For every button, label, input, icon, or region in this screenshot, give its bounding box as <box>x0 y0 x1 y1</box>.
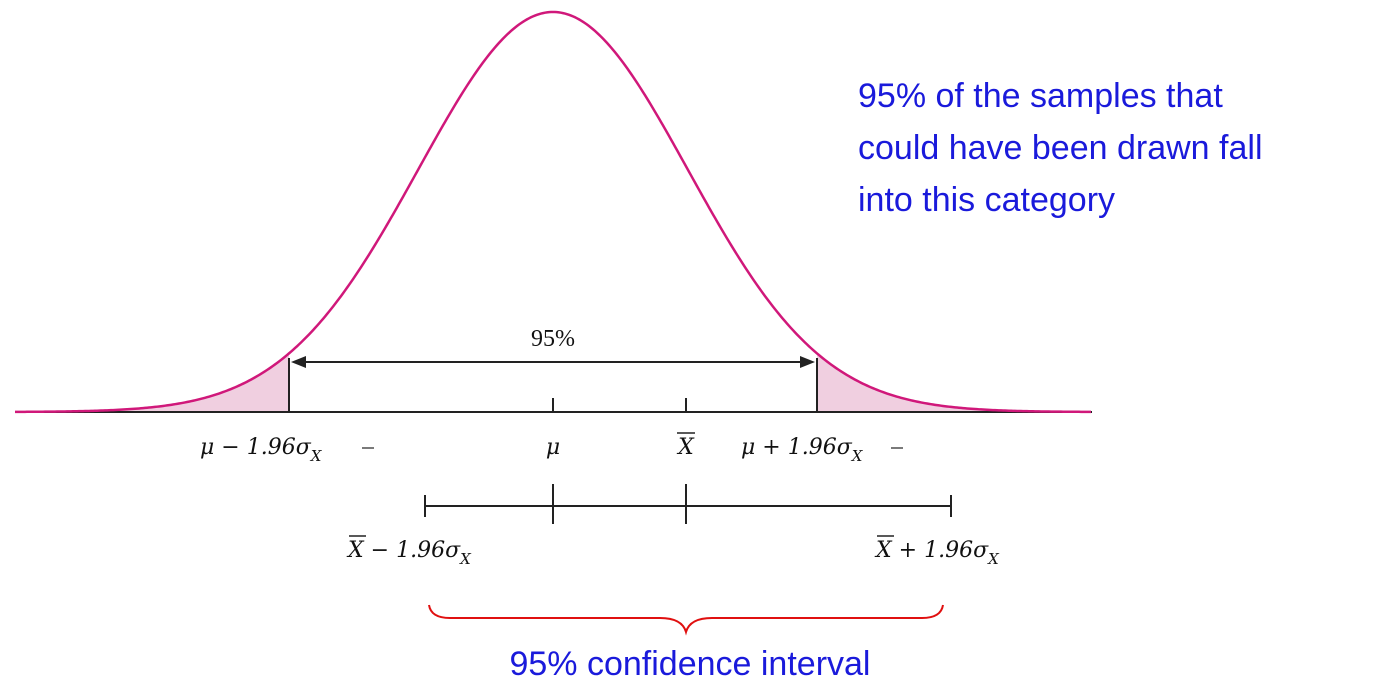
interval-upper-label: X + 1.96σX <box>874 538 1000 568</box>
normal-curve <box>14 10 1092 414</box>
xbar-label: X <box>676 435 695 460</box>
inner-area-label: 95% <box>531 326 575 352</box>
upper-bound-label: μ + 1.96σX <box>741 435 864 465</box>
right-tail-region <box>817 353 1092 412</box>
confidence-interval-label: 95% confidence interval <box>509 645 871 683</box>
inner-area-arrow <box>291 356 815 368</box>
interval-lower-label: X − 1.96σX <box>346 538 472 568</box>
confidence-interval-brace <box>428 604 944 636</box>
samples-annotation: 95% of the samples that could have been … <box>858 77 1263 219</box>
mu-label: μ <box>546 435 560 460</box>
lower-bound-label: μ − 1.96σX <box>200 435 323 465</box>
interval-bar <box>424 484 952 524</box>
left-tail-region <box>15 353 289 412</box>
